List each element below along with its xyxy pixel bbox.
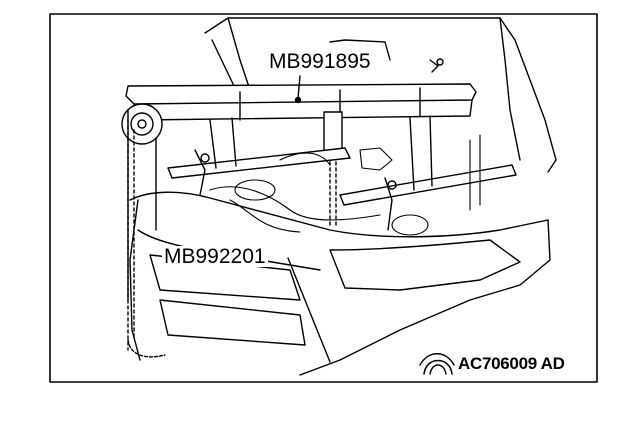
label-mb991895: MB991895 bbox=[267, 50, 373, 73]
hood bbox=[204, 17, 557, 173]
figure-code: AC706009 AD bbox=[458, 354, 565, 373]
leader-line-tool-b bbox=[287, 257, 331, 363]
support-beam bbox=[125, 83, 477, 121]
winch-pulley bbox=[121, 103, 166, 358]
lifting-chain bbox=[323, 111, 343, 226]
leader-line-tool-a bbox=[297, 75, 301, 99]
cross-bars bbox=[167, 115, 517, 231]
label-mb992201: MB992201 bbox=[162, 245, 268, 268]
pulley-symbol-icon bbox=[423, 359, 453, 375]
engine-bay bbox=[209, 134, 481, 236]
figure-frame bbox=[49, 13, 598, 383]
